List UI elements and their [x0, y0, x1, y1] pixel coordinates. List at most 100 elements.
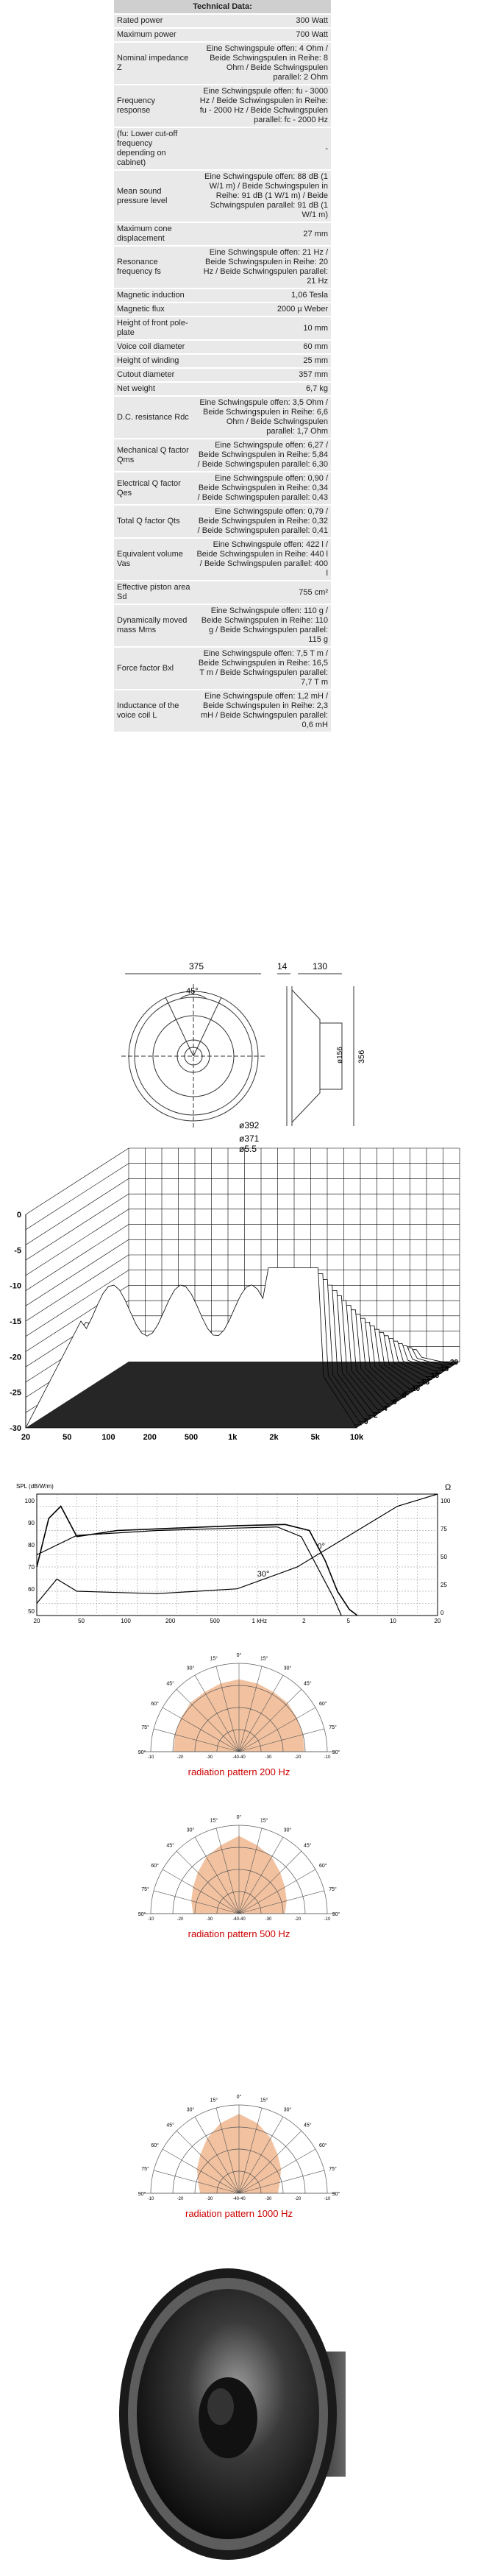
angle-label: 15°: [260, 1818, 268, 1824]
angle-label: 90°: [138, 2191, 146, 2197]
angle-label: 90°: [138, 1749, 146, 1755]
spec-label: Voice coil diameter: [114, 339, 193, 354]
scale-label: -40-40: [232, 1917, 246, 1922]
angle-label: 90°: [138, 1911, 146, 1917]
floor: [26, 1362, 460, 1428]
angle-label: 60°: [151, 2142, 159, 2148]
x-tick: 1 kHz: [252, 1618, 267, 1624]
polar-500: 0°15°15°30°30°45°45°60°60°75°75°90°90°-1…: [125, 1811, 353, 1943]
time-tick: 15: [431, 1372, 440, 1380]
scale-label: -20: [177, 2197, 184, 2201]
angle-label: 0°: [237, 1652, 242, 1658]
angle-label: 60°: [319, 1701, 327, 1707]
scale-label: -30: [265, 2197, 272, 2201]
dim-375: 375: [189, 961, 204, 972]
time-tick: 18: [440, 1365, 449, 1373]
scale-label: -20: [295, 2197, 302, 2201]
spec-label: Magnetic flux: [114, 302, 193, 316]
polar-spoke: [238, 1688, 302, 1752]
angle-label: 75°: [329, 1886, 337, 1892]
x-tick: 500: [210, 1618, 221, 1624]
grid-line: [25, 1193, 129, 1261]
spec-value: 755 cm²: [193, 580, 331, 604]
polar-spoke: [194, 1836, 240, 1914]
scale-label: -30: [207, 2197, 213, 2201]
polar-chart-1000: 0°15°15°30°30°45°45°60°60°75°75°90°90°-1…: [138, 2094, 340, 2201]
x-tick: 2k: [269, 1433, 279, 1442]
x-tick: 2: [302, 1618, 306, 1624]
angle-label: 75°: [329, 1724, 337, 1730]
spec-value: Eine Schwingspule offen: 21 Hz / Beide S…: [193, 245, 331, 289]
spec-value: Eine Schwingspule offen: 110 g / Beide S…: [193, 604, 331, 647]
polar-spoke: [162, 1869, 240, 1914]
spec-value: Eine Schwingspule offen: fu - 3000 Hz / …: [193, 84, 331, 127]
angle-label: 90°: [332, 1911, 340, 1917]
angle-label: 15°: [210, 1818, 218, 1824]
grid-line: [25, 1147, 129, 1215]
y-tick: -10: [10, 1282, 21, 1291]
y-left-tick: 70: [28, 1564, 35, 1571]
polar-spoke: [238, 1828, 263, 1914]
y-right-tick: 75: [440, 1526, 447, 1532]
spec-label: Equivalent volume Vas: [114, 537, 193, 581]
scale-label: -30: [265, 1755, 272, 1760]
time-tick: 4: [383, 1405, 388, 1413]
y-right-tick: 100: [440, 1498, 451, 1504]
scale-label: -30: [265, 1917, 272, 1922]
polar-spoke: [176, 1688, 240, 1752]
x-tick: 1k: [228, 1433, 238, 1442]
spec-label: Nominal impedance Z: [114, 41, 193, 85]
scale-label: -20: [177, 1917, 184, 1922]
spec-label: Effective piston area Sd: [114, 580, 193, 604]
spec-label: Height of front pole-plate: [114, 316, 193, 340]
spec-value: 60 mm: [193, 339, 331, 354]
spec-label: Cutout diameter: [114, 367, 193, 382]
spec-row: (fu: Lower cut-off frequency depending o…: [114, 127, 331, 170]
dim-392: ø392: [239, 1120, 260, 1130]
y-left-tick: 100: [25, 1498, 35, 1504]
caption-500: radiation pattern 500 Hz: [188, 1928, 290, 1939]
polar-spoke: [238, 1869, 316, 1914]
spec-value: Eine Schwingspule offen: 422 l / Beide S…: [193, 537, 331, 581]
angle-label: 0°: [237, 1814, 242, 1820]
y-tick: -30: [10, 1424, 21, 1433]
x-tick: 200: [143, 1433, 157, 1442]
polar-spoke: [154, 1890, 240, 1914]
polar-spoke: [238, 1850, 302, 1914]
polar-spoke: [215, 1666, 240, 1752]
angle-label: 15°: [260, 2098, 268, 2103]
scale-label: -10: [148, 2197, 154, 2201]
angle-label: 30°: [187, 1827, 195, 1833]
spec-label: Rated power: [114, 13, 193, 28]
spec-value: -: [193, 127, 331, 170]
polar-chart-200: 0°15°15°30°30°45°45°60°60°75°75°90°90°-1…: [138, 1652, 340, 1760]
polar-chart-500: 0°15°15°30°30°45°45°60°60°75°75°90°90°-1…: [138, 1814, 340, 1922]
x-tick: 20: [34, 1618, 40, 1624]
spec-label: Mechanical Q factor Qms: [114, 438, 193, 472]
polar-spoke: [238, 1836, 284, 1914]
scale-label: -10: [324, 1917, 331, 1922]
spec-value: Eine Schwingspule offen: 1,2 mH / Beide …: [193, 689, 331, 732]
spec-value: 25 mm: [193, 353, 331, 368]
angle-label: 60°: [151, 1863, 159, 1869]
x-tick: 10k: [350, 1433, 364, 1442]
x-tick: 100: [101, 1433, 115, 1442]
dim-14: 14: [277, 961, 288, 972]
grid-line: [25, 1209, 129, 1276]
caption-200: radiation pattern 200 Hz: [188, 1766, 290, 1777]
dimension-drawing: 375 45° 14 130 356 ø156 ø392 ø371 ø5.5: [121, 961, 366, 1154]
y-right-tick: 25: [440, 1582, 447, 1588]
spec-label: Mean sound pressure level: [114, 169, 193, 222]
table-title: Technical Data:: [114, 0, 331, 14]
